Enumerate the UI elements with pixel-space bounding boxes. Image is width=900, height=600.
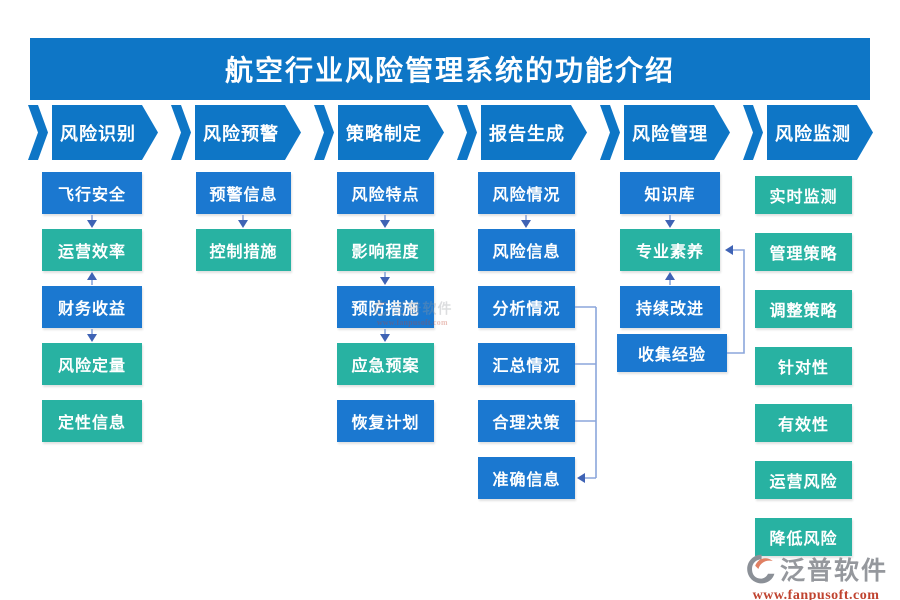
- step-report-generation: 报告生成: [481, 105, 587, 160]
- chevron-right-icon: [28, 105, 48, 160]
- box-pertinence: 针对性: [755, 347, 852, 385]
- page-title: 航空行业风险管理系统的功能介绍: [30, 38, 870, 100]
- box-flight-safety: 飞行安全: [42, 172, 142, 214]
- watermark-brand: 泛普软件: [779, 557, 888, 585]
- box-effectiveness: 有效性: [755, 404, 852, 442]
- box-analysis-situation: 分析情况: [478, 286, 575, 328]
- box-knowledge-base: 知识库: [620, 172, 720, 214]
- box-emergency-plan: 应急预案: [337, 343, 434, 385]
- chevron-right-icon: [457, 105, 477, 160]
- box-prevention-measures: 预防措施: [337, 286, 434, 328]
- box-qualitative-info: 定性信息: [42, 400, 142, 442]
- chevron-right-icon: [743, 105, 763, 160]
- watermark-url: www.fanpusoft.com: [752, 588, 880, 600]
- step-strategy-formulation: 策略制定: [338, 105, 444, 160]
- box-operation-risk: 运营风险: [755, 461, 852, 499]
- box-control-measures: 控制措施: [196, 229, 291, 271]
- box-professional-quality: 专业素养: [620, 229, 720, 271]
- box-risk-quantitative: 风险定量: [42, 343, 142, 385]
- box-summary-situation: 汇总情况: [478, 343, 575, 385]
- box-accurate-info: 准确信息: [478, 457, 575, 499]
- box-realtime-monitoring: 实时监测: [755, 176, 852, 214]
- box-risk-info: 风险信息: [478, 229, 575, 271]
- watermark-url: www.fanpusoft.com: [376, 318, 448, 328]
- watermark-brand: 泛普软件: [392, 301, 453, 318]
- box-risk-situation: 风险情况: [478, 172, 575, 214]
- box-impact-degree: 影响程度: [337, 229, 434, 271]
- chevron-right-icon: [171, 105, 191, 160]
- chevron-right-icon: [314, 105, 334, 160]
- watermark-center: 泛普软件 www.fanpusoft.com: [372, 298, 453, 328]
- box-reduce-risk: 降低风险: [755, 518, 852, 556]
- fanpu-logo-icon: [747, 554, 775, 584]
- box-risk-characteristics: 风险特点: [337, 172, 434, 214]
- box-continuous-improvement: 持续改进: [620, 286, 720, 328]
- step-risk-identification: 风险识别: [52, 105, 158, 160]
- box-warning-info: 预警信息: [196, 172, 291, 214]
- step-risk-management: 风险管理: [624, 105, 730, 160]
- box-management-strategy: 管理策略: [755, 233, 852, 271]
- box-adjust-strategy: 调整策略: [755, 290, 852, 328]
- box-rational-decision: 合理决策: [478, 400, 575, 442]
- watermark-footer: 泛普软件 www.fanpusoft.com: [744, 551, 888, 600]
- box-operation-efficiency: 运营效率: [42, 229, 142, 271]
- step-risk-warning: 风险预警: [195, 105, 301, 160]
- box-recovery-plan: 恢复计划: [337, 400, 434, 442]
- box-financial-revenue: 财务收益: [42, 286, 142, 328]
- box-experience-collection: 收集经验: [617, 334, 727, 372]
- fanpu-logo-icon: [373, 300, 390, 317]
- chevron-right-icon: [600, 105, 620, 160]
- step-risk-monitoring: 风险监测: [767, 105, 873, 160]
